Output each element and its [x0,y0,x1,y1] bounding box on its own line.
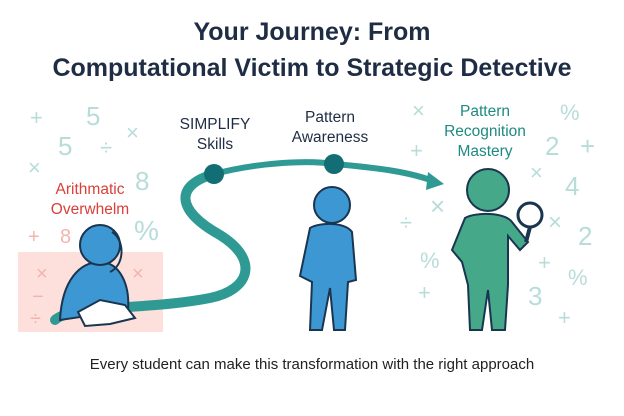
svg-text:×: × [548,209,562,236]
svg-text:+: + [538,250,551,275]
svg-text:×: × [530,160,543,185]
svg-text:×: × [126,120,139,145]
svg-text:−: − [32,286,44,308]
stage-label-mastery: Pattern Recognition Mastery [420,102,550,162]
svg-text:÷: ÷ [100,135,112,160]
title-line-2: Computational Victim to Strategic Detect… [52,54,572,82]
svg-text:%: % [420,248,440,273]
svg-text:%: % [560,100,580,125]
svg-text:+: + [418,280,431,305]
svg-text:÷: ÷ [30,308,41,330]
svg-text:+: + [558,305,571,330]
label-line: SIMPLIFY [179,116,251,133]
thinking-student-figure [298,186,358,331]
detective-figure [450,168,544,331]
svg-text:2: 2 [545,131,559,161]
milestone-dot [204,164,224,184]
title-line-1: Your Journey: From [193,18,431,46]
stage-label-awareness: Pattern Awareness [270,108,390,148]
svg-text:×: × [430,191,445,221]
svg-text:3: 3 [528,281,542,311]
svg-text:+: + [28,226,40,248]
svg-text:+: + [580,131,595,161]
svg-text:2: 2 [578,221,592,251]
svg-text:×: × [28,155,41,180]
svg-text:×: × [36,263,48,285]
svg-text:5: 5 [86,101,100,131]
magnifying-glass-icon [516,201,544,229]
struggling-student-figure [58,224,137,328]
milestone-dot [324,154,344,174]
label-line: Mastery [457,143,513,160]
math-symbols-decor: +5× 5÷× 8% ×%+ 2+ ×4× ÷×2 %+% +3+ [28,98,595,330]
pink-math-symbols: +8× ×−÷ [28,226,144,330]
stage-label-simplify: SIMPLIFY Skills [150,115,280,155]
svg-text:8: 8 [60,226,71,248]
label-line: Pattern [460,103,510,120]
label-line: Skills [196,136,234,153]
label-line: Pattern [305,109,355,126]
arrow-head-icon [426,172,444,190]
svg-text:+: + [30,105,43,130]
footer-caption: Every student can make this transformati… [89,356,535,373]
svg-text:8: 8 [135,166,149,196]
svg-text:÷: ÷ [400,210,412,235]
label-line: Arithmatic [55,181,125,198]
svg-text:5: 5 [58,131,72,161]
label-line: Awareness [291,129,369,146]
svg-text:+: + [410,138,423,163]
svg-text:×: × [412,98,425,123]
stage-label-overwhelm: Arithmatic Overwhelm [20,180,160,220]
svg-text:%: % [134,215,159,246]
label-line: Overwhelm [50,201,130,218]
svg-text:%: % [568,265,588,290]
svg-text:×: × [132,263,144,285]
label-line: Recognition [444,123,526,140]
svg-text:4: 4 [565,171,579,201]
